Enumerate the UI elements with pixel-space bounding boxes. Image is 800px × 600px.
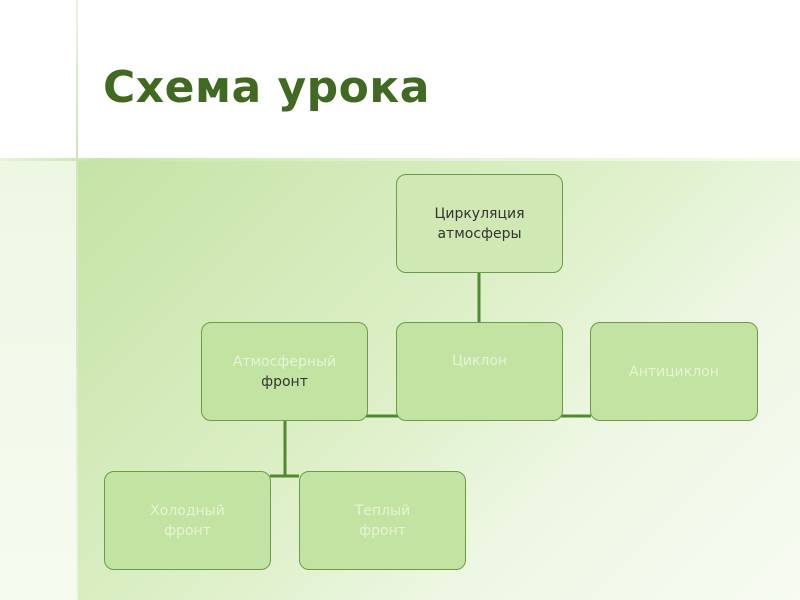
node-atmosphere-circulation: Циркуляция атмосферы [396, 174, 563, 273]
node-warm-front: Теплый фронт [299, 471, 466, 570]
node-label-line: Атмосферный [232, 353, 337, 370]
node-label-line: атмосферы [437, 225, 522, 242]
node-label-line: Циркуляция [434, 205, 525, 222]
node-cold-front: Холодный фронт [104, 471, 271, 570]
node-label: Циклон [451, 352, 508, 369]
node-label-line: Теплый [354, 502, 411, 519]
decorative-vertical-line [76, 0, 78, 600]
node-label-line: фронт [164, 522, 211, 539]
decorative-horizontal-line [0, 158, 800, 161]
node-cyclone: Циклон [396, 322, 563, 421]
node-atmospheric-front: Атмосферный фронт [201, 322, 368, 421]
slide-title: Схема урока [103, 62, 430, 113]
left-strip [0, 160, 76, 600]
node-anticyclone: Антициклон [590, 322, 758, 421]
node-label-line: фронт [359, 522, 406, 539]
node-label-line: фронт [261, 373, 308, 390]
node-label: Антициклон [629, 363, 719, 380]
node-label-line: Холодный [150, 502, 225, 519]
